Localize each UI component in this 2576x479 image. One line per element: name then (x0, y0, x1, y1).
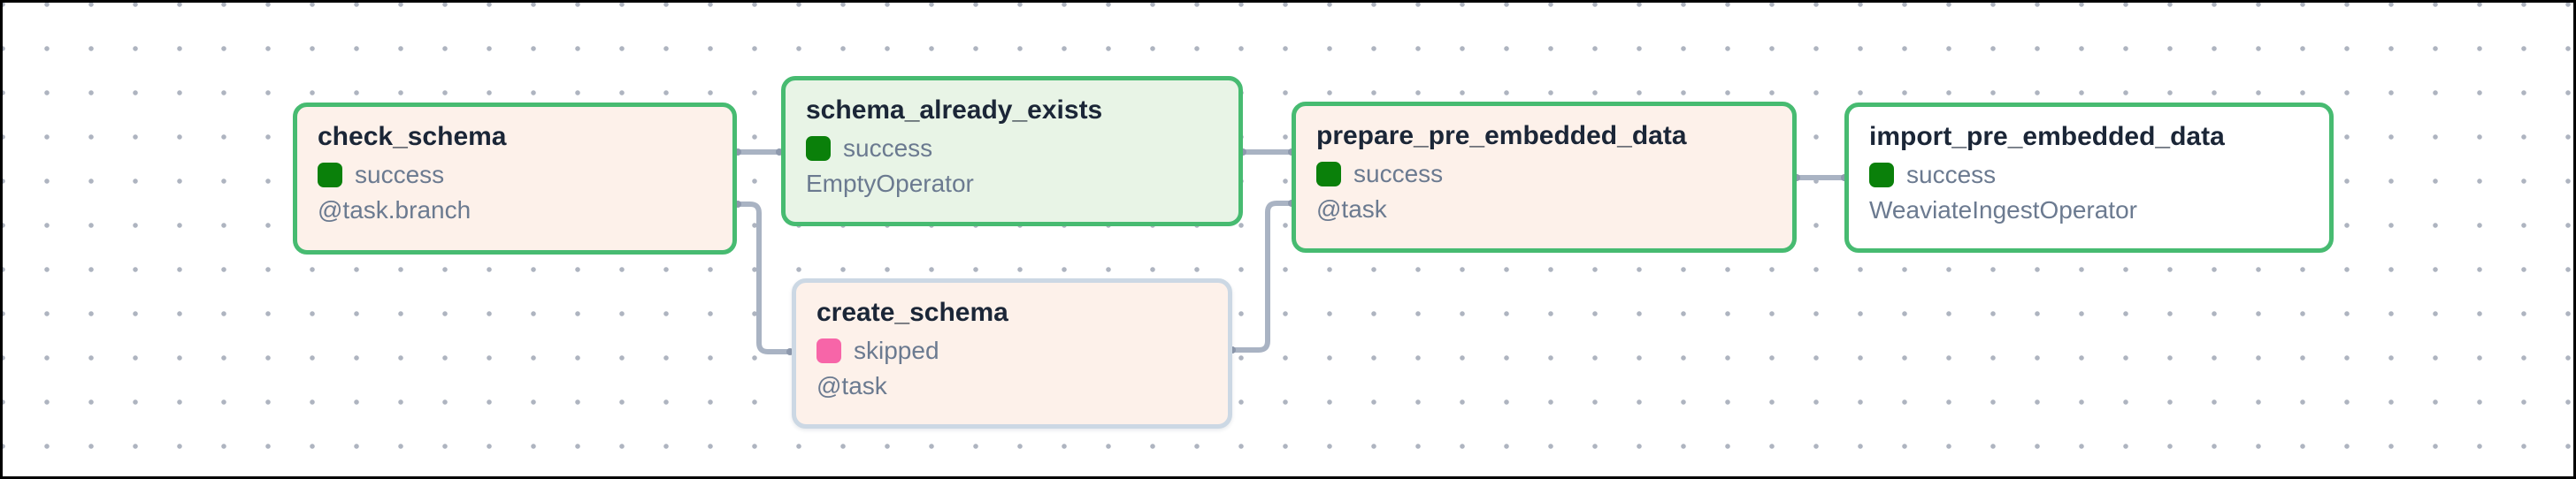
task-status-row: success (1869, 159, 2309, 191)
status-square-icon (1869, 163, 1894, 187)
task-operator-label: @task (816, 372, 887, 399)
task-node-schema-already-exists[interactable]: schema_already_exists success EmptyOpera… (781, 76, 1243, 226)
status-square-icon (816, 338, 841, 363)
task-name: prepare_pre_embedded_data (1316, 121, 1687, 150)
status-square-icon (806, 136, 831, 161)
task-state-label: success (355, 161, 445, 188)
task-status-row: success (318, 159, 712, 191)
task-status-row: success (806, 133, 1218, 164)
task-name: check_schema (318, 122, 507, 151)
task-operator-label: WeaviateIngestOperator (1869, 196, 2137, 224)
task-state-label: success (1353, 160, 1444, 187)
task-node-prepare-pre-embedded-data[interactable]: prepare_pre_embedded_data success @task (1292, 102, 1797, 253)
task-name: create_schema (816, 298, 1008, 327)
task-node-import-pre-embedded-data[interactable]: import_pre_embedded_data success Weaviat… (1844, 103, 2334, 253)
task-status-row: skipped (816, 335, 1208, 367)
edge-create-to-prepare (1229, 201, 1295, 353)
task-operator-label: @task (1316, 195, 1387, 223)
task-state-label: skipped (854, 337, 939, 364)
task-operator-label: EmptyOperator (806, 170, 974, 197)
task-node-create-schema[interactable]: create_schema skipped @task (792, 278, 1232, 429)
task-name: schema_already_exists (806, 95, 1103, 125)
task-operator-label: @task.branch (318, 196, 472, 224)
task-node-check-schema[interactable]: check_schema success @task.branch (293, 103, 737, 255)
status-square-icon (318, 163, 342, 187)
edge-check-to-create (734, 201, 794, 354)
status-square-icon (1316, 162, 1341, 186)
task-status-row: success (1316, 158, 1772, 190)
task-name: import_pre_embedded_data (1869, 122, 2225, 151)
task-state-label: success (843, 134, 933, 162)
task-state-label: success (1906, 161, 1997, 188)
